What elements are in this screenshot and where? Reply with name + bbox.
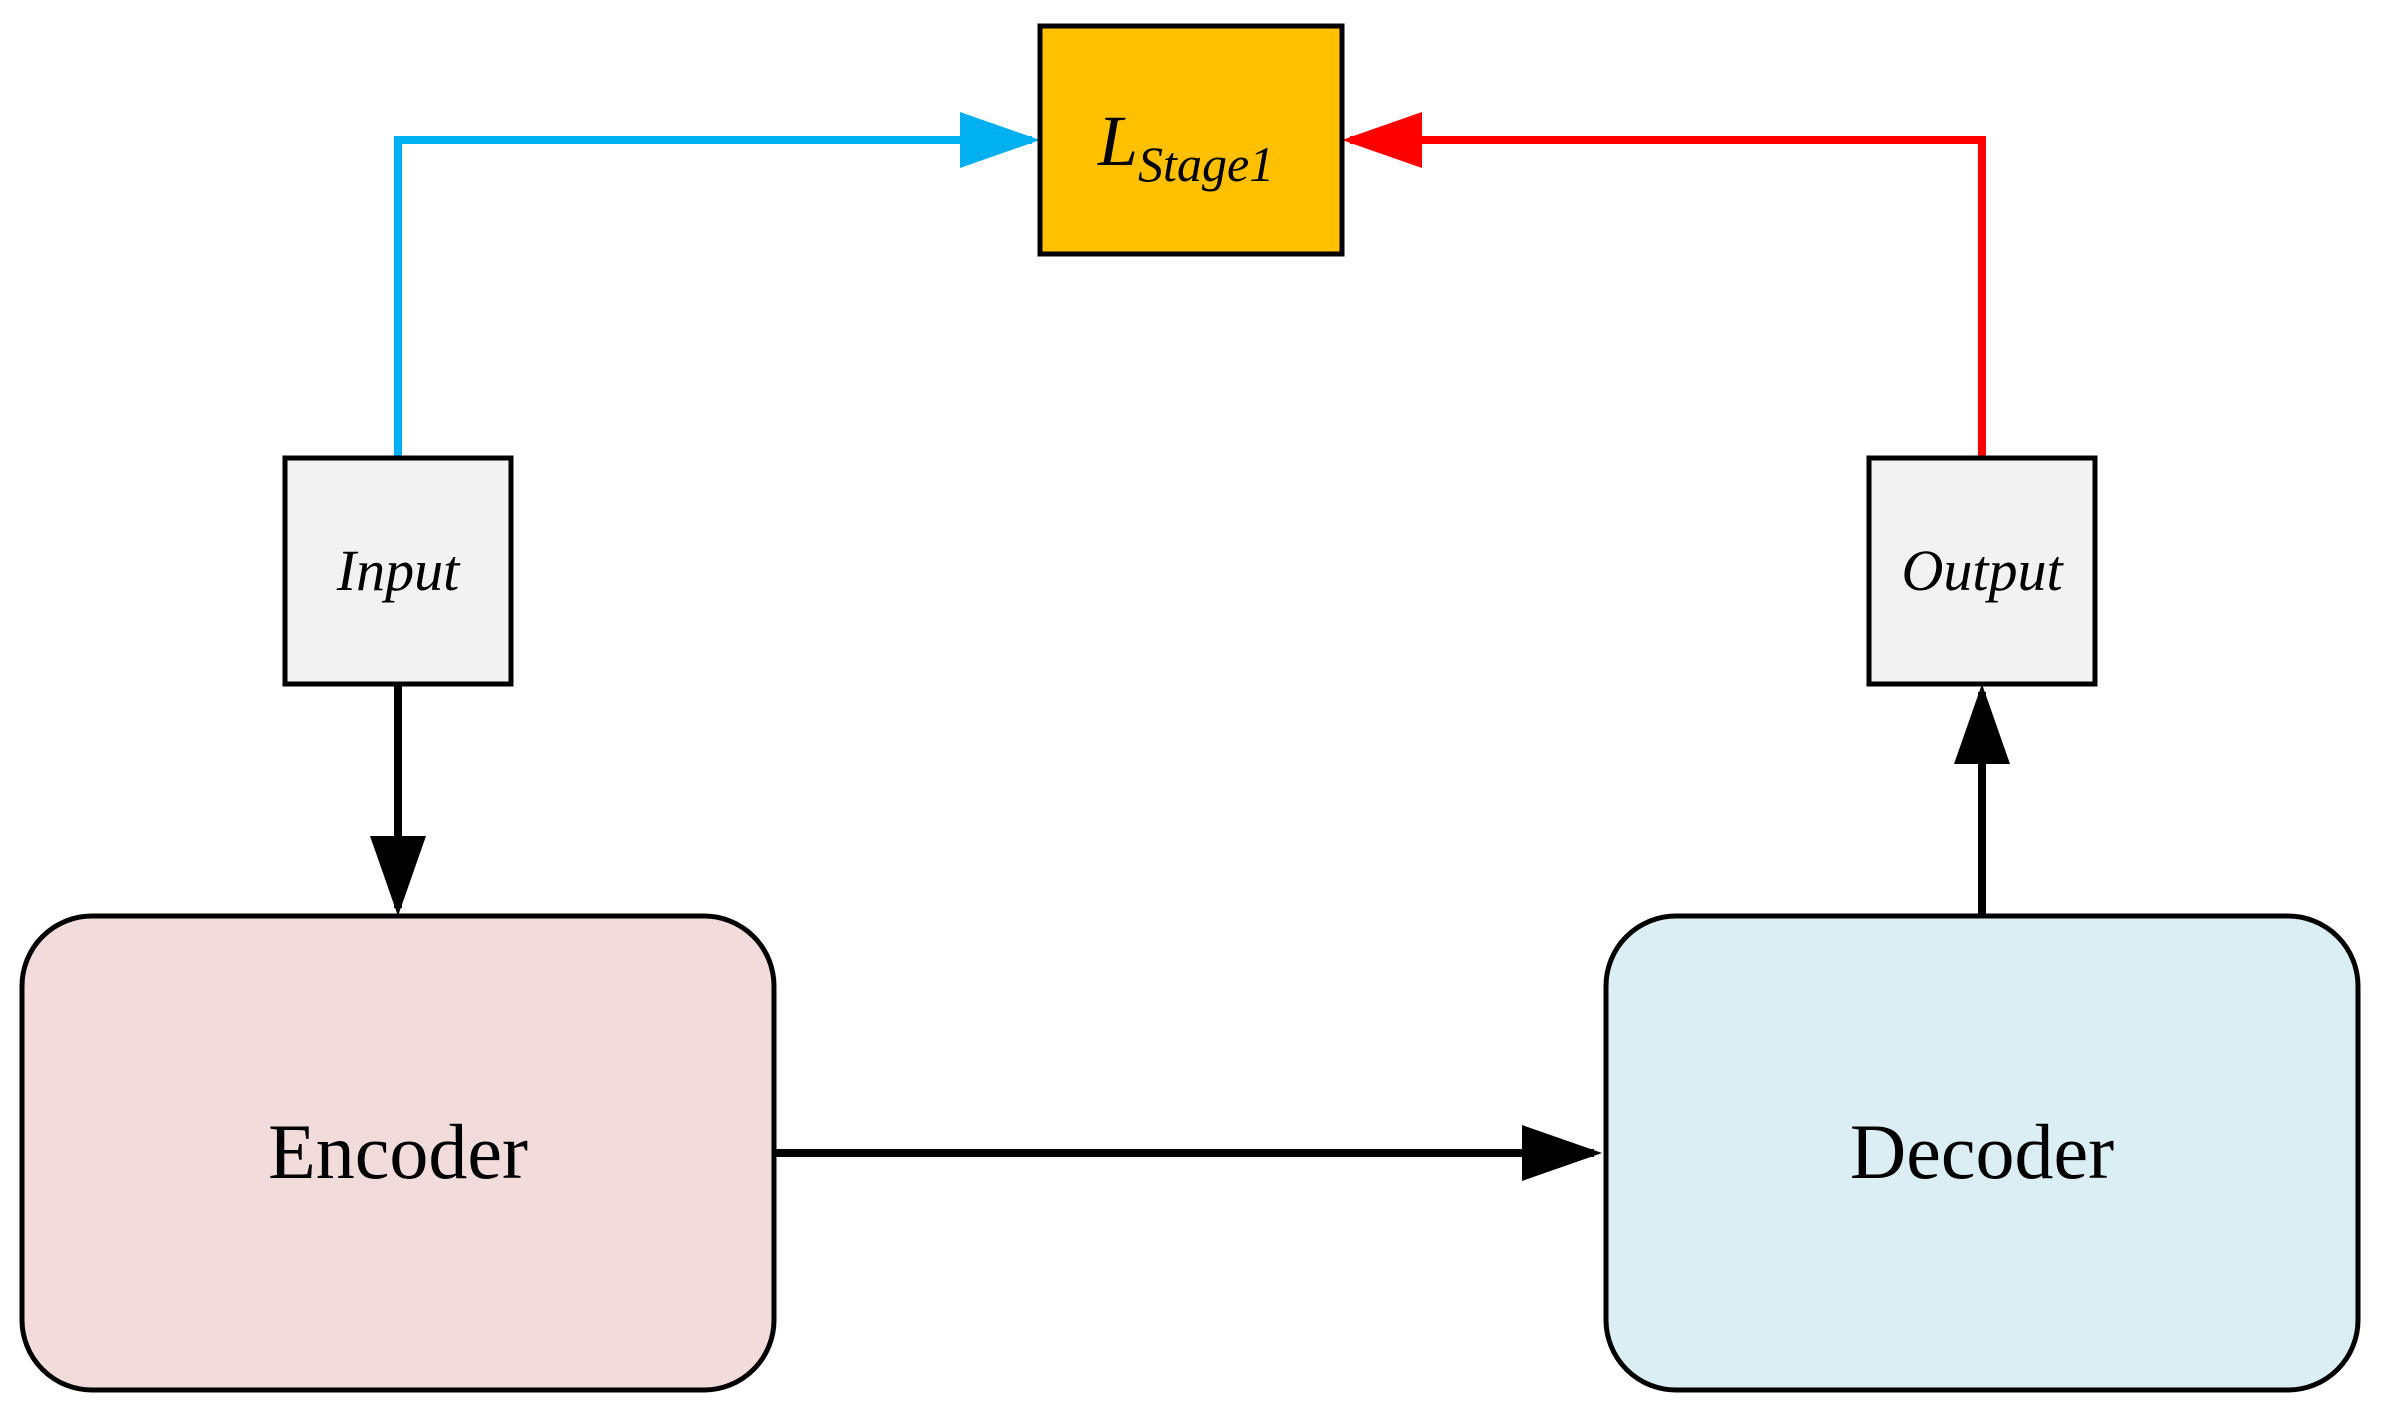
output-label: Output <box>1901 538 2064 603</box>
input-node: Input <box>282 455 514 687</box>
loss-subscript: Stage1 <box>1138 136 1274 192</box>
output-to-loss-arrow <box>1342 112 1986 458</box>
loss-node: LStage1 <box>1037 23 1345 257</box>
decoder-node: Decoder <box>1603 913 2361 1393</box>
svg-text:LStage1: LStage1 <box>1097 101 1274 192</box>
encoder-label: Encoder <box>268 1108 528 1195</box>
decoder-label: Decoder <box>1850 1108 2114 1195</box>
encoder-node: Encoder <box>19 913 777 1393</box>
input-label: Input <box>336 538 461 603</box>
output-node: Output <box>1866 455 2098 687</box>
loss-symbol: L <box>1097 101 1138 181</box>
input-to-loss-arrow <box>394 112 1040 458</box>
